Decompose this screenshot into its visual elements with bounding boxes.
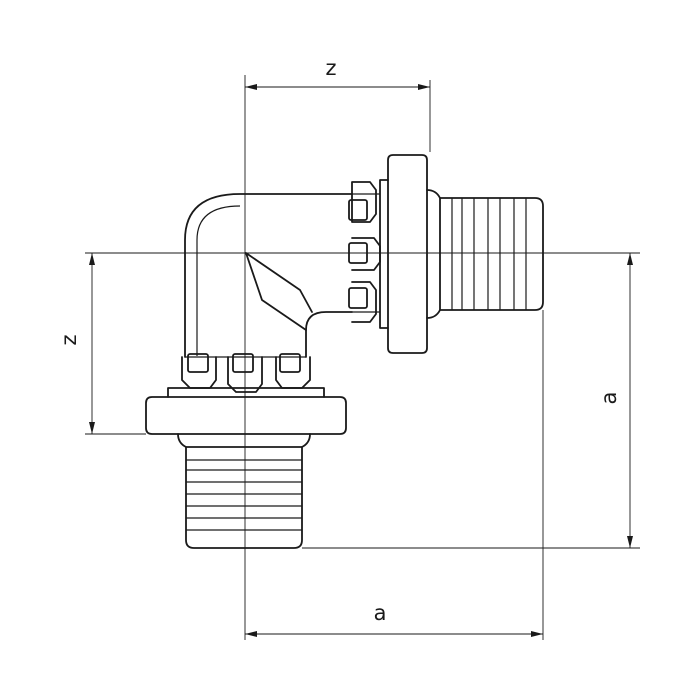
dimension-a-bottom: a xyxy=(245,601,543,637)
arrow-z-left-bottom xyxy=(89,422,95,434)
right-clip-top-head xyxy=(348,199,368,221)
elbow-inner-guide xyxy=(196,205,241,356)
elbow-inner-contour xyxy=(305,311,353,358)
arrow-a-right-top xyxy=(627,253,633,265)
dimension-z-left: z xyxy=(57,253,95,434)
elbow-outer-contour xyxy=(184,193,353,358)
bottom-connector xyxy=(145,353,347,549)
right-collar xyxy=(387,154,428,354)
bottom-shank xyxy=(185,446,303,549)
right-clip-middle-head xyxy=(348,242,368,264)
label-z-top: z xyxy=(325,56,336,80)
label-a-bottom: a xyxy=(374,601,387,625)
bottom-clip-middle xyxy=(227,356,263,393)
bottom-clips xyxy=(181,353,311,393)
elbow-body xyxy=(184,193,353,358)
right-shank-ribs xyxy=(451,198,527,310)
right-collar-seat xyxy=(379,179,389,329)
elbow-rib xyxy=(245,252,313,331)
center-lines xyxy=(85,75,640,640)
label-a-right: a xyxy=(597,392,621,405)
right-clip-top xyxy=(351,181,377,223)
bottom-collar-seat xyxy=(167,387,325,398)
bottom-clip-right-head xyxy=(279,353,301,373)
arrow-a-bottom-left xyxy=(245,631,257,637)
dimension-a-right: a xyxy=(597,253,633,548)
arrow-z-left-top xyxy=(89,253,95,265)
right-clips xyxy=(348,181,381,323)
arrow-a-right-bottom xyxy=(627,536,633,548)
label-z-left: z xyxy=(57,334,81,345)
right-connector xyxy=(348,154,544,354)
dimension-z-top: z xyxy=(245,56,430,90)
extension-lines xyxy=(85,80,640,640)
bottom-clip-middle-head xyxy=(232,353,254,373)
arrow-a-bottom-right xyxy=(531,631,543,637)
right-clip-bottom xyxy=(351,281,377,323)
bottom-clip-left-head xyxy=(187,353,209,373)
arrow-z-top-left xyxy=(245,84,257,90)
arrow-z-top-right xyxy=(418,84,430,90)
bottom-neck xyxy=(177,433,311,448)
right-neck xyxy=(426,189,441,319)
bottom-shank-ribs xyxy=(186,459,302,531)
right-shank xyxy=(439,197,544,311)
bottom-collar xyxy=(145,396,347,435)
right-clip-bottom-head xyxy=(348,287,368,309)
